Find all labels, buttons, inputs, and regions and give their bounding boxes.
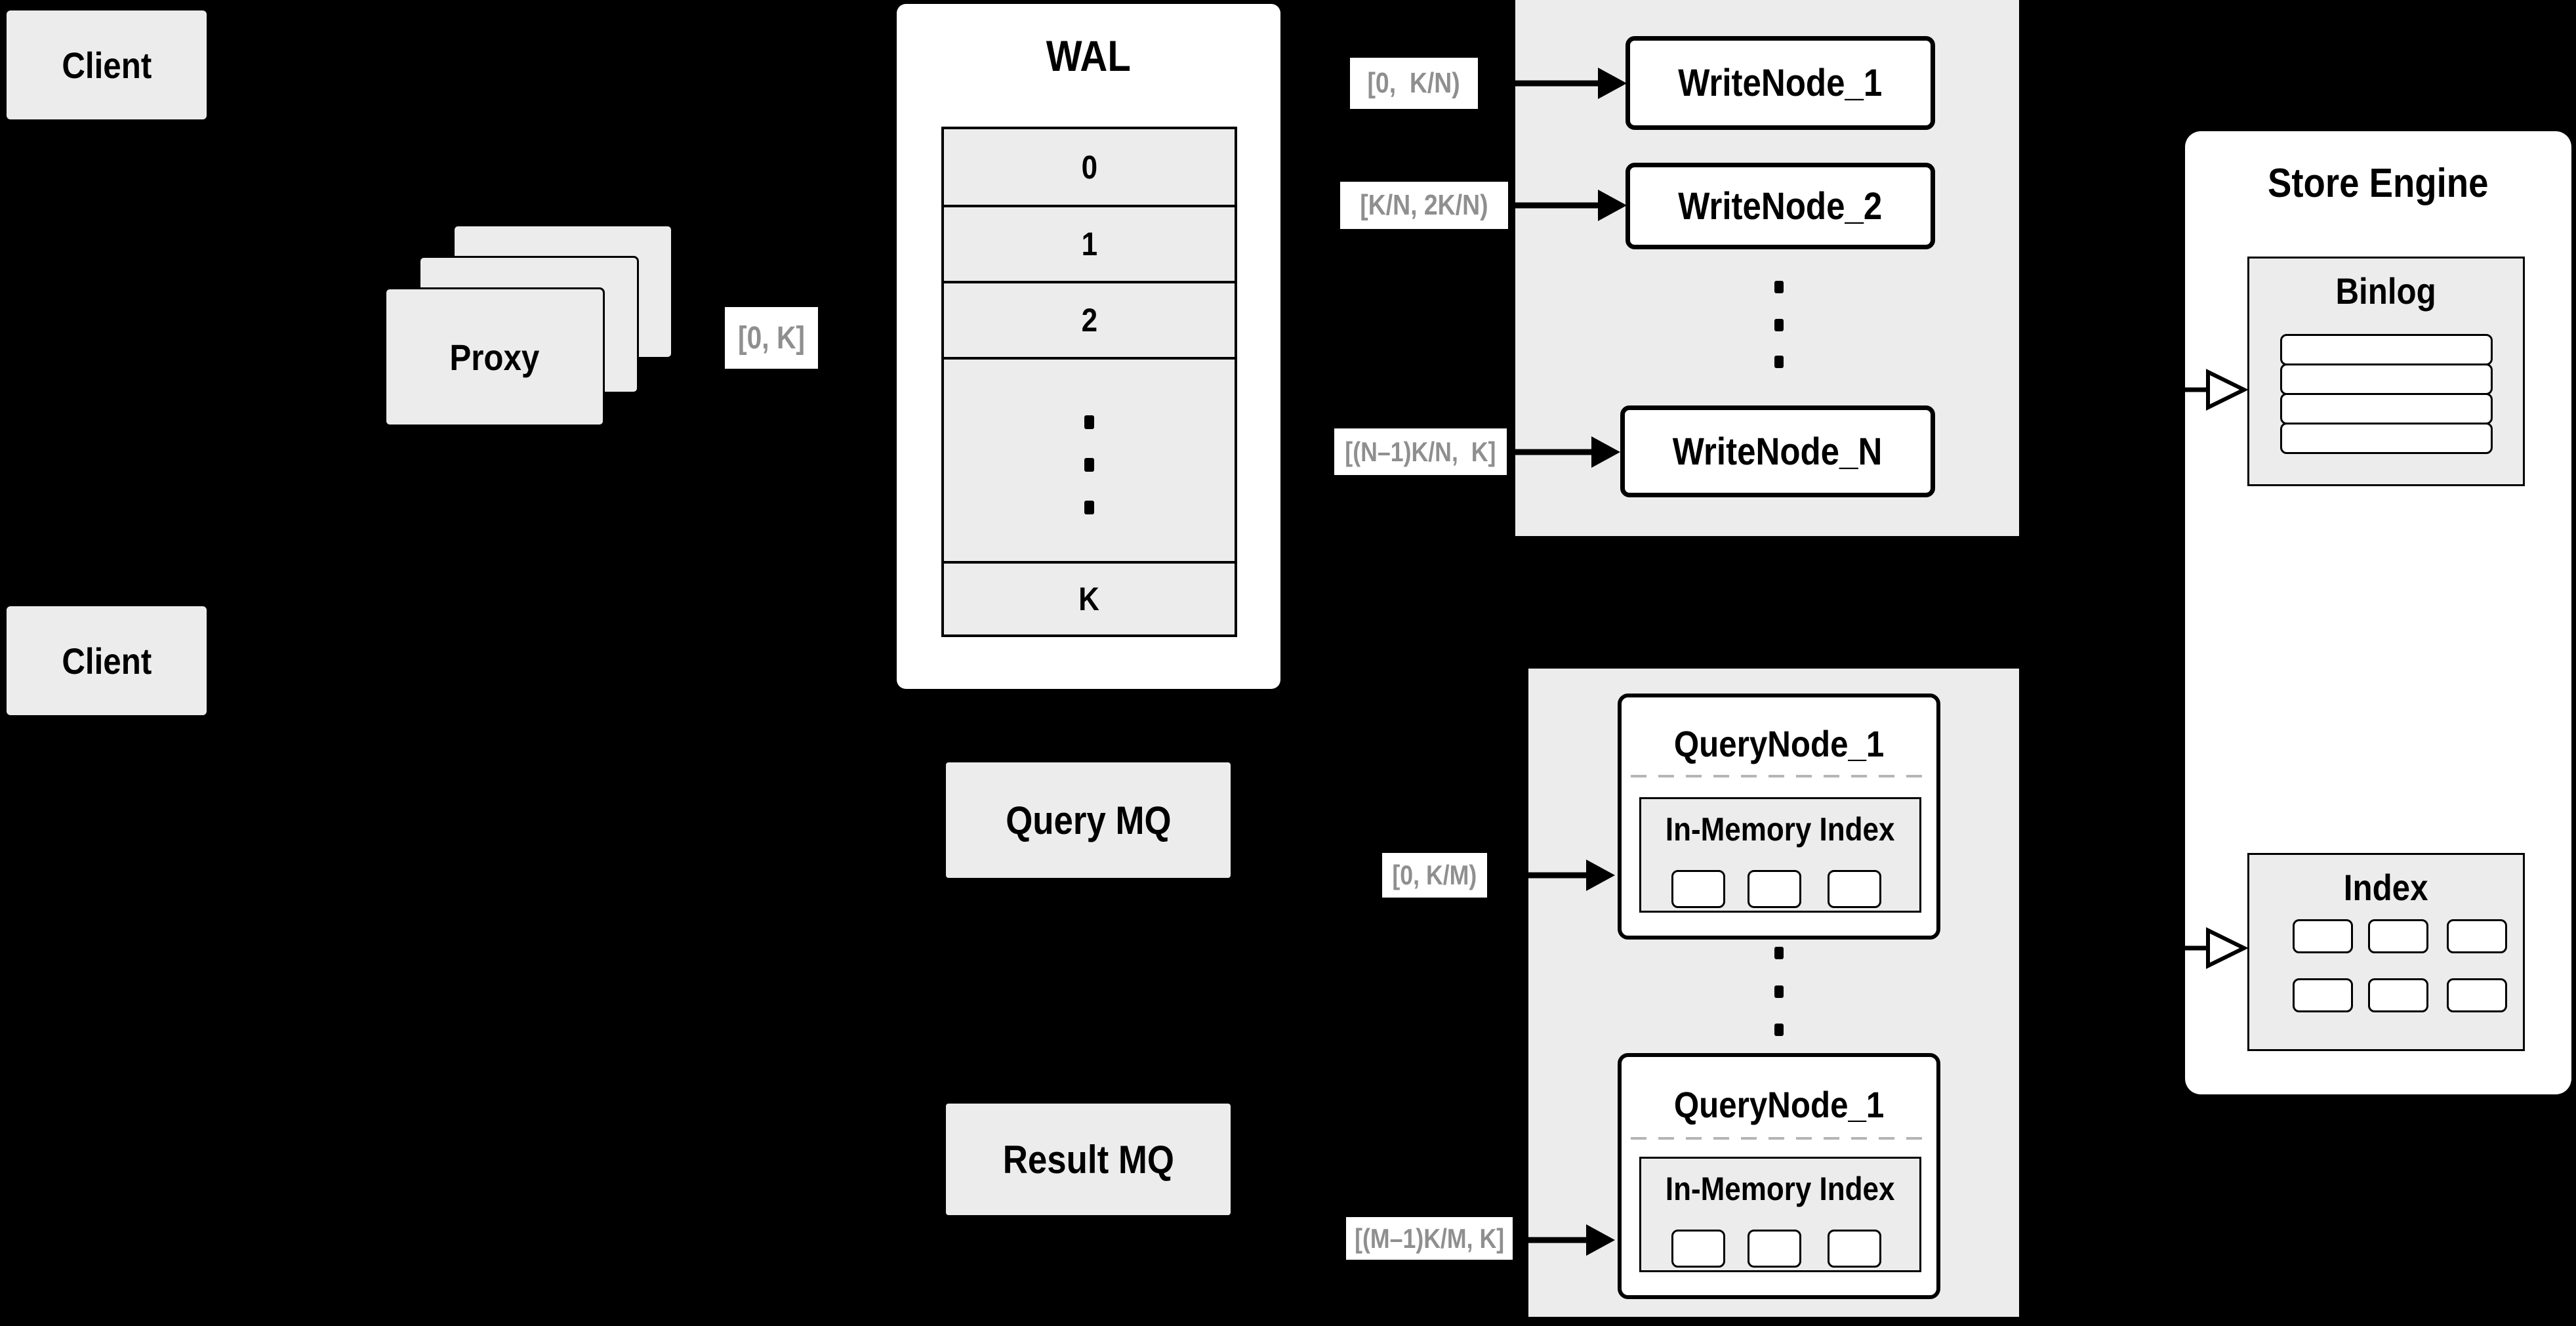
index-cell xyxy=(2293,978,2353,1012)
index-cell xyxy=(2447,919,2507,953)
range-chip-query1: [0, K/M) xyxy=(1382,853,1487,898)
querynode-bottom-title-wrap: QueryNode_1 xyxy=(1622,1078,1936,1130)
range-label-write2: [K/N, 2K/N) xyxy=(1360,189,1488,221)
wal-row-1-label: 1 xyxy=(1081,226,1097,262)
query-mq-box: Query MQ xyxy=(946,762,1231,878)
range-chip-write2: [K/N, 2K/N) xyxy=(1340,182,1508,229)
index-cell xyxy=(2293,919,2353,953)
ellipsis-dot xyxy=(1774,281,1784,293)
ellipsis-dot xyxy=(1774,947,1784,959)
proxy-box: Proxy xyxy=(384,287,605,426)
querynode-top-box: QueryNode_1 In-Memory Index xyxy=(1618,694,1940,940)
wal-table: 0 1 2 K xyxy=(941,127,1237,637)
writenode-1-box: WriteNode_1 xyxy=(1625,36,1935,130)
ellipsis-dot xyxy=(1774,319,1784,331)
wal-row-ellipsis xyxy=(944,360,1235,564)
index-cell xyxy=(2368,978,2428,1012)
segment-cell xyxy=(1828,1230,1881,1268)
binlog-row xyxy=(2280,423,2493,454)
store-engine-title-wrap: Store Engine xyxy=(2185,154,2571,212)
client-bottom-box: Client xyxy=(7,606,207,715)
query-mq-label: Query MQ xyxy=(1005,798,1172,842)
wal-row-k-label: K xyxy=(1078,581,1100,617)
range-label-write1: [0, K/N) xyxy=(1367,67,1461,99)
range-label-query2: [(M–1)K/M, K] xyxy=(1354,1222,1505,1254)
segment-cell xyxy=(1828,870,1881,908)
result-mq-label: Result MQ xyxy=(1002,1137,1174,1182)
client-top-label: Client xyxy=(62,44,152,86)
wal-row-1: 1 xyxy=(944,207,1235,283)
querynode-bottom-inmem-box: In-Memory Index xyxy=(1639,1157,1921,1272)
proxy-label: Proxy xyxy=(449,336,540,378)
querynode-top-title: QueryNode_1 xyxy=(1673,722,1885,764)
index-title-wrap: Index xyxy=(2249,861,2523,913)
wal-row-k: K xyxy=(944,564,1235,634)
range-chip-query2: [(M–1)K/M, K] xyxy=(1346,1217,1513,1260)
querynode-top-inmem-box: In-Memory Index xyxy=(1639,797,1921,913)
ellipsis-dot xyxy=(1774,356,1784,368)
ellipsis-dot xyxy=(1084,415,1094,429)
binlog-title: Binlog xyxy=(2335,270,2437,312)
index-box: Index xyxy=(2247,853,2525,1051)
range-chip-proxy-wal: [0, K] xyxy=(725,307,818,369)
querynode-top-inmem-title: In-Memory Index xyxy=(1666,811,1895,848)
writenode-n-label: WriteNode_N xyxy=(1673,430,1883,473)
result-mq-box: Result MQ xyxy=(946,1104,1231,1215)
client-bottom-label: Client xyxy=(62,640,152,682)
range-label-query1: [0, K/M) xyxy=(1392,860,1477,890)
ellipsis-dot xyxy=(1774,985,1784,998)
wal-title: WAL xyxy=(1046,31,1132,80)
dashed-divider xyxy=(1631,1137,1931,1140)
range-label-writen: [(N–1)K/N, K] xyxy=(1345,436,1496,467)
wal-row-2: 2 xyxy=(944,283,1235,360)
writenode-1-label: WriteNode_1 xyxy=(1678,62,1883,104)
segment-cell xyxy=(1671,1230,1725,1268)
binlog-row xyxy=(2280,334,2493,365)
binlog-row xyxy=(2280,393,2493,425)
index-cell xyxy=(2368,919,2428,953)
binlog-box: Binlog xyxy=(2247,257,2525,486)
dashed-divider xyxy=(1631,775,1931,777)
querynode-bottom-box: QueryNode_1 In-Memory Index xyxy=(1618,1053,1940,1299)
segment-cell xyxy=(1748,1230,1801,1268)
inmem-title-wrap: In-Memory Index xyxy=(1641,808,1919,850)
wal-title-wrap: WAL xyxy=(897,26,1280,85)
writenode-2-label: WriteNode_2 xyxy=(1678,184,1883,228)
range-label-proxy-wal: [0, K] xyxy=(738,320,805,356)
segment-cell xyxy=(1748,870,1801,908)
binlog-row xyxy=(2280,363,2493,395)
writenode-2-box: WriteNode_2 xyxy=(1625,163,1935,249)
index-title: Index xyxy=(2344,866,2428,908)
binlog-title-wrap: Binlog xyxy=(2249,265,2523,316)
ellipsis-dot xyxy=(1084,501,1094,514)
wal-row-2-label: 2 xyxy=(1081,302,1097,339)
store-engine-title: Store Engine xyxy=(2268,160,2489,206)
writenode-n-box: WriteNode_N xyxy=(1620,405,1935,497)
wal-row-0-label: 0 xyxy=(1081,148,1097,186)
ellipsis-dot xyxy=(1774,1024,1784,1036)
ellipsis-dot xyxy=(1084,458,1094,472)
segment-cell xyxy=(1671,870,1725,908)
querynode-top-title-wrap: QueryNode_1 xyxy=(1622,717,1936,770)
range-chip-write1: [0, K/N) xyxy=(1350,58,1478,109)
querynode-bottom-inmem-title: In-Memory Index xyxy=(1666,1171,1895,1207)
wal-row-0: 0 xyxy=(944,129,1235,207)
querynode-bottom-title: QueryNode_1 xyxy=(1673,1083,1885,1125)
inmem-title-wrap: In-Memory Index xyxy=(1641,1168,1919,1210)
index-cell xyxy=(2447,978,2507,1012)
client-top-box: Client xyxy=(7,10,207,119)
range-chip-writen: [(N–1)K/N, K] xyxy=(1334,428,1507,475)
